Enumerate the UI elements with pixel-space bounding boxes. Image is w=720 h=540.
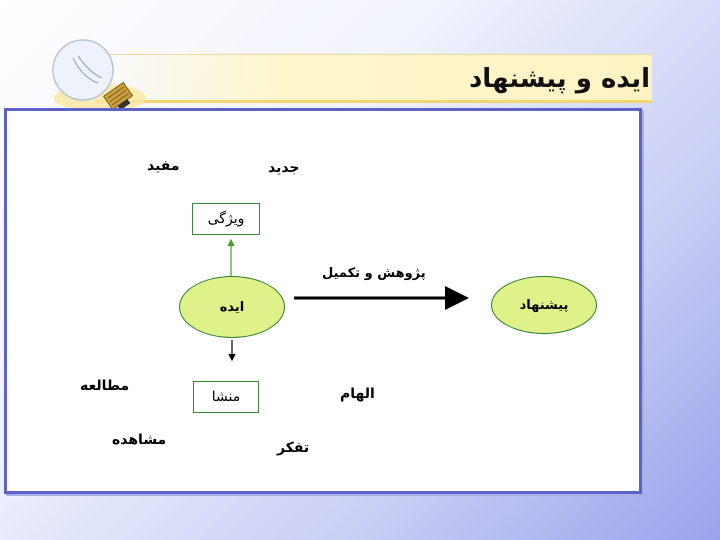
title-rule: [96, 100, 652, 103]
arrow-label: پژوهش و تکمیل: [322, 266, 426, 281]
feature-box: ویژگی: [192, 203, 260, 235]
term-inspiration: الهام: [340, 386, 375, 402]
idea-node: ایده: [179, 276, 285, 338]
term-new: جدید: [268, 160, 300, 176]
title-band: [96, 54, 652, 101]
term-thinking: تفکر: [277, 440, 310, 456]
term-useful: مفید: [147, 158, 180, 174]
term-observation: مشاهده: [112, 432, 167, 448]
slide-title: ایده و پیشنهاد: [468, 64, 650, 94]
light-bulb-icon: [52, 39, 146, 112]
origin-box: منشا: [193, 381, 259, 413]
proposal-node: پیشنهاد: [491, 276, 597, 334]
term-study: مطالعه: [80, 378, 130, 394]
